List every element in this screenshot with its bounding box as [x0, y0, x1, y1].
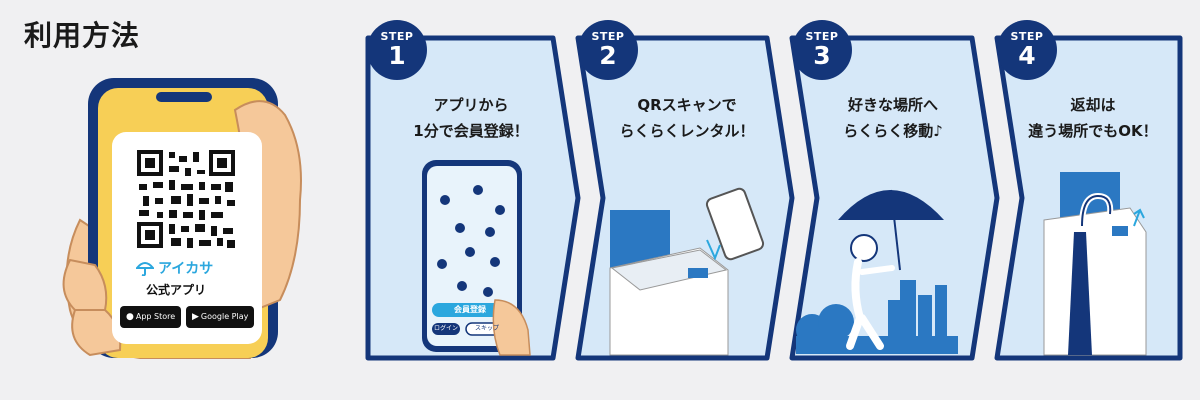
step-2-line2: らくらくレンタル！ — [619, 122, 755, 140]
step-label: STEP — [805, 30, 839, 43]
step-1-phone-illustration — [422, 160, 531, 356]
google-play-icon: ▶ — [192, 312, 199, 322]
step-2-stand-illustration — [609, 187, 765, 356]
step-1-badge: STEP 1 — [367, 20, 427, 80]
step-2-line1: QRスキャンで — [637, 96, 737, 114]
step-label: STEP — [380, 30, 414, 43]
step-number: 2 — [599, 41, 617, 70]
step-3-walker-illustration — [796, 189, 958, 354]
step-4-text: 返却は 違う場所でもOK！ — [1018, 92, 1168, 144]
google-play-button[interactable]: ▶Google Play — [186, 306, 255, 328]
umbrella-logo-icon — [136, 262, 154, 276]
step-2-badge: STEP 2 — [578, 20, 638, 80]
app-store-label: App Store — [135, 312, 176, 321]
step-1-line2: 1分で会員登録！ — [413, 122, 529, 140]
step-3-text: 好きな場所へ らくらく移動♪ — [818, 92, 968, 144]
step-4-return-illustration — [1043, 172, 1147, 356]
step-number: 3 — [813, 41, 831, 70]
skip-button[interactable]: スキップ — [474, 325, 499, 332]
step-3-badge: STEP 3 — [792, 20, 852, 80]
page-title: 利用方法 — [24, 19, 141, 52]
step-4-line2: 違う場所でもOK！ — [1028, 122, 1158, 140]
step-label: STEP — [591, 30, 625, 43]
brand-logo: アイカサ — [136, 258, 213, 278]
step-3-line1: 好きな場所へ — [847, 96, 938, 114]
step-4-line1: 返却は — [1070, 96, 1116, 114]
step-label: STEP — [1010, 30, 1044, 43]
step-1-text: アプリから 1分で会員登録！ — [396, 92, 546, 144]
register-button[interactable]: 会員登録 — [454, 305, 486, 314]
app-store-button[interactable]: ●App Store — [120, 306, 182, 328]
apple-icon: ● — [126, 312, 134, 322]
qr-code-icon — [137, 150, 235, 248]
step-number: 4 — [1018, 41, 1036, 70]
official-app-label: 公式アプリ — [146, 283, 207, 297]
step-3-line2: らくらく移動♪ — [843, 122, 943, 140]
google-play-label: Google Play — [200, 312, 249, 321]
brand-name: アイカサ — [158, 261, 214, 277]
step-2-text: QRスキャンで らくらくレンタル！ — [612, 92, 762, 144]
step-1-line1: アプリから — [433, 96, 509, 114]
step-4-badge: STEP 4 — [997, 20, 1057, 80]
login-button[interactable]: ログイン — [433, 325, 458, 332]
step-number: 1 — [388, 41, 406, 70]
